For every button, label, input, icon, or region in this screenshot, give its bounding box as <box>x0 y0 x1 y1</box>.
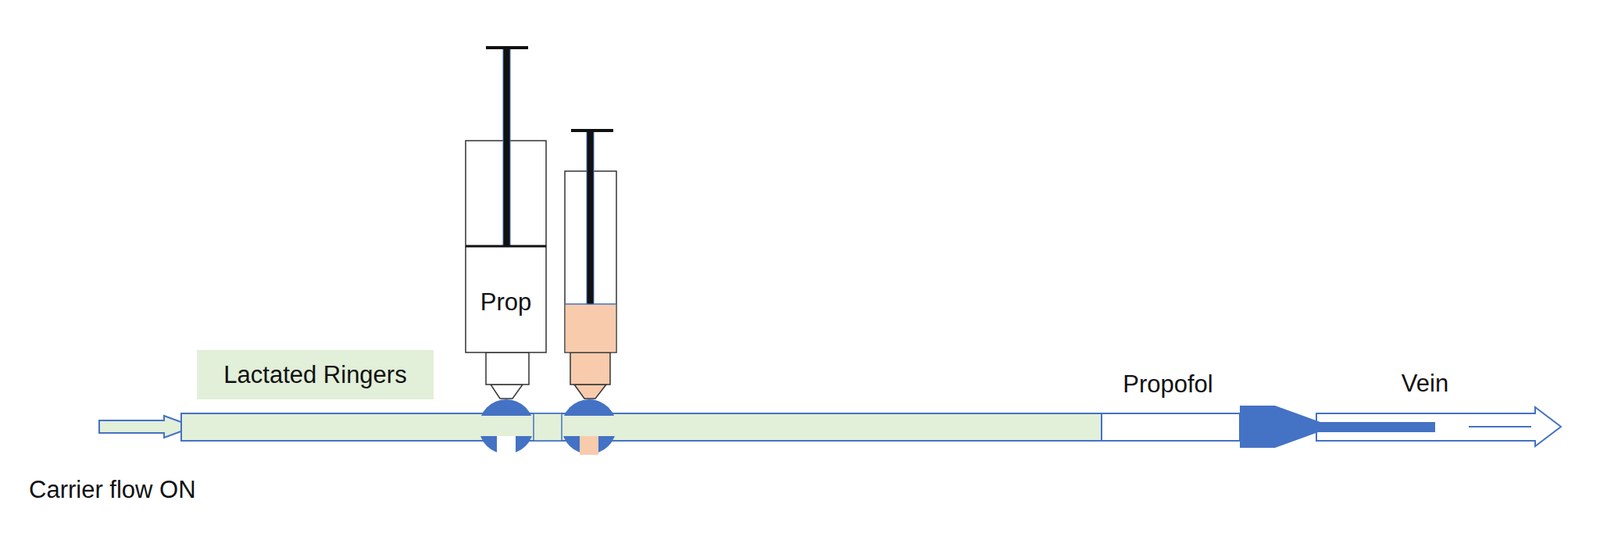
vein-flow-line <box>1468 425 1532 428</box>
plunger-rod <box>503 47 511 247</box>
syringe-nozzle <box>570 352 611 385</box>
vessel-label: Vein <box>1401 369 1449 398</box>
stopcock-port <box>496 435 516 455</box>
syringe-barrel-label: Prop <box>465 140 547 353</box>
segment-label: Propofol <box>1122 370 1213 399</box>
stopcock <box>561 399 617 454</box>
syringe-tip <box>490 384 523 399</box>
stopcock-bore <box>478 415 534 436</box>
syringe-contents <box>565 303 617 352</box>
node-text: Lactated Ringers <box>223 360 407 390</box>
plunger-thumb <box>485 46 529 50</box>
inflow-arrow <box>99 415 194 438</box>
propofol-segment <box>1101 413 1240 441</box>
plunger-rod <box>586 130 594 304</box>
stopcock-port <box>579 435 599 455</box>
catheter-cannula <box>1273 421 1436 433</box>
syringe-tip <box>574 384 607 399</box>
tubing-link <box>533 413 562 441</box>
fluid-label-box: Lactated Ringers <box>196 350 434 400</box>
plunger-seal <box>465 245 547 248</box>
carrier-tubing <box>181 413 1102 441</box>
syringe-nozzle <box>485 352 529 385</box>
flow-status-label: Carrier flow ON <box>28 475 197 504</box>
stopcock-bore <box>561 415 617 436</box>
node-text: Prop <box>480 288 532 317</box>
stopcock <box>478 399 534 454</box>
plunger-thumb <box>571 128 614 133</box>
